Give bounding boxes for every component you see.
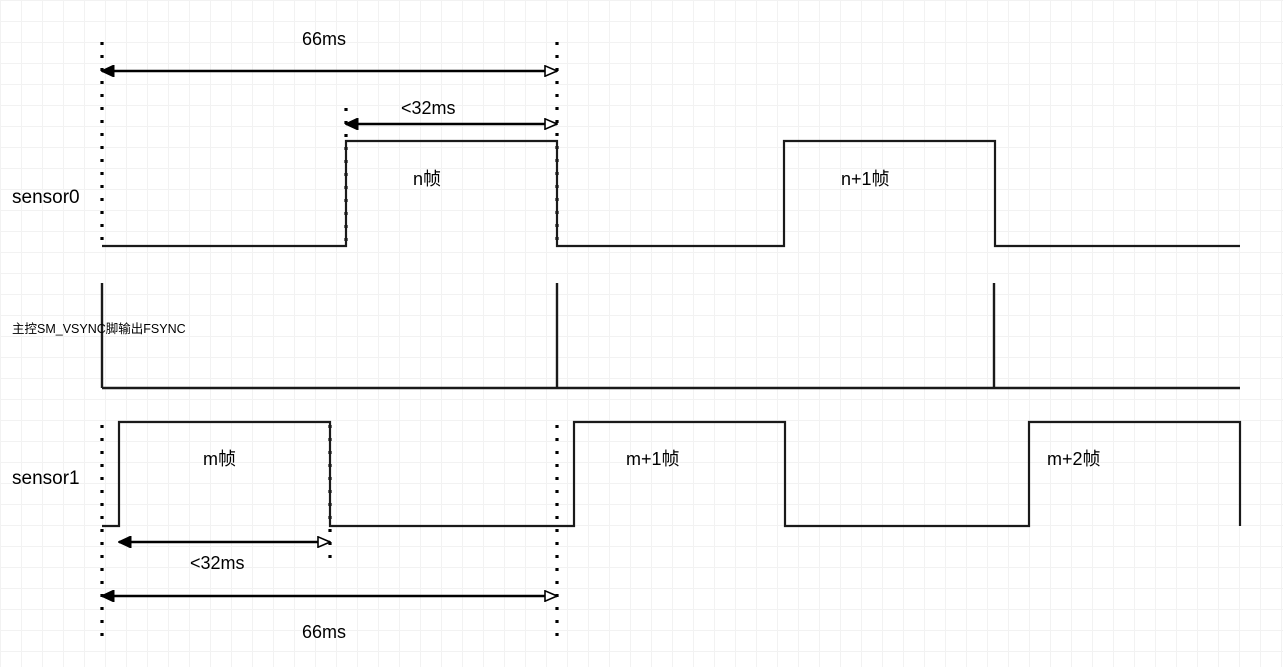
frame-label-m-plus-1: m+1帧 [626,449,680,469]
dimension-label-bottom-exposure: <32ms [190,553,245,573]
frame-label-n-plus-1: n+1帧 [841,169,890,189]
dimension-label-top-period: 66ms [302,29,347,49]
row-label-fsync: 主控SM_VSYNC脚输出FSYNC [12,322,186,336]
row-label-sensor0: sensor0 [12,187,80,208]
fsync-waveform [100,283,1240,390]
sensor1-waveform [102,420,1242,528]
dimension-label-top-exposure: <32ms [401,98,456,118]
cursor-lines [100,42,559,636]
row-label-sensor1: sensor1 [12,468,80,489]
frame-label-n: n帧 [413,169,442,189]
sensor0-waveform [102,139,1240,248]
dimension-arrows [102,71,557,596]
frame-label-m: m帧 [203,449,236,469]
dimension-label-bottom-period: 66ms [302,622,347,642]
frame-label-m-plus-2: m+2帧 [1047,449,1101,469]
